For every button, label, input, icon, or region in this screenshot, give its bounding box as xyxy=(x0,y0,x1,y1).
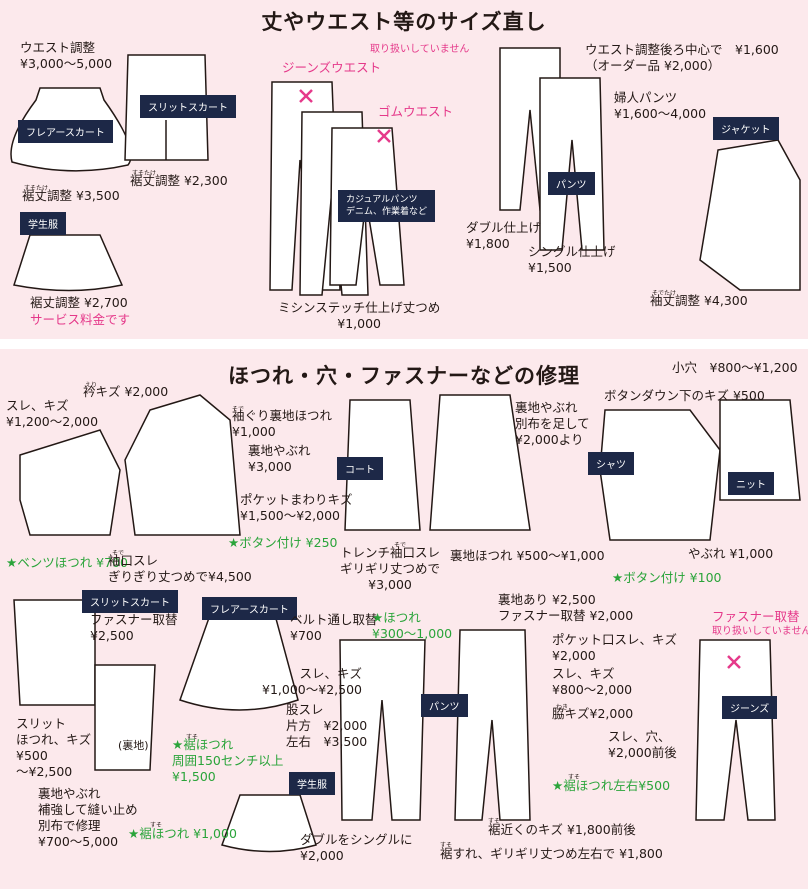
ruby-suso-5: すそ xyxy=(568,774,581,781)
label-uniform: 学生服 xyxy=(20,212,66,235)
note-ura: (裏地) xyxy=(118,739,149,752)
note-cuff-rub: 袖口スレ ぎりぎり丈つめで¥4,500 xyxy=(108,553,252,584)
shirt-illustration xyxy=(599,409,721,541)
note-near-hem: 裾近くのキズ ¥1,800前後 xyxy=(488,822,636,837)
note-coat-lining-tear: 裏地やぶれ 別布を足して ¥2,000より xyxy=(515,400,590,447)
note-small-hole: 小穴 ¥800〜¥1,200 xyxy=(672,360,798,375)
note-hem-fray-1500: ★裾ほつれ 周囲150センチ以上 ¥1,500 xyxy=(172,737,284,784)
label-slit-skirt: スリットスカート xyxy=(140,95,236,118)
label-casual-pants: カジュアルパンツ デニム、作業着など xyxy=(338,190,436,222)
ruby-eri: えり xyxy=(85,382,98,389)
ruby-sode-3: そで xyxy=(112,550,125,557)
note-not-handled-2: 取り扱いしていません xyxy=(712,626,808,637)
note-lining-tear: 裏地やぶれ ¥3,000 xyxy=(248,443,311,474)
note-side-scratch: 脇キズ¥2,000 xyxy=(552,706,634,721)
label-knit: ニット xyxy=(728,472,774,495)
label-pants-repair: パンツ xyxy=(421,694,468,717)
note-hem-fray-lr: ★裾ほつれ左右¥500 xyxy=(552,778,671,793)
note-tear-1000: やぶれ ¥1,000 xyxy=(688,546,774,561)
section2-title: ほつれ・穴・ファスナーなどの修理 xyxy=(228,364,580,388)
jacket-back-illustration xyxy=(19,429,121,536)
note-waist-adjust: ウエスト調整 ¥3,000〜5,000 xyxy=(20,40,113,71)
ruby-suso-1: すそたけ xyxy=(24,185,49,192)
note-jeans-waist: ジーンズウエスト xyxy=(282,60,382,75)
jacket-front-illustration xyxy=(124,394,241,536)
note-womens-pants: 婦人パンツ ¥1,600〜4,000 xyxy=(614,90,707,121)
note-sleeve-adjust: 袖丈調整 ¥4,300 xyxy=(650,293,748,308)
uniform-skirt-illustration xyxy=(13,234,124,292)
ruby-suso-7: すそ xyxy=(440,842,453,849)
coat-inside-illustration xyxy=(429,394,531,531)
pants-repair-illustration xyxy=(339,639,426,821)
note-buttondown: ボタンダウン下のキズ ¥500 xyxy=(604,388,765,403)
note-waist-back-center: ウエスト調整後ろ中心で ¥1,600 （オーダー品 ¥2,000） xyxy=(585,42,779,73)
note-pocket-scratch: ポケットまわりキズ ¥1,500〜¥2,000 xyxy=(240,492,353,523)
label-flare-skirt-repair: フレアースカート xyxy=(202,597,297,620)
note-lining-reinforce: 裏地やぶれ 補強して縫い止め 別布で修理 ¥700〜5,000 xyxy=(38,786,138,849)
note-lined-zipper: 裏地あり ¥2,500 ファスナー取替 ¥2,000 xyxy=(498,592,634,623)
note-hem-3500: 裾丈調整 ¥3,500 xyxy=(22,188,120,203)
section-divider xyxy=(0,339,808,349)
flare-skirt-repair-illustration xyxy=(179,614,299,711)
ruby-sode-2: そで xyxy=(232,406,245,413)
note-hem-fray-1000: ★裾ほつれ ¥1,000 xyxy=(128,826,237,841)
label-uniform-repair: 学生服 xyxy=(289,772,335,795)
note-crotch-rub: 股スレ 片方 ¥2,000 左右 ¥3,500 xyxy=(286,702,368,749)
ruby-sode-1: そでたけ xyxy=(652,290,677,297)
note-vent-fray: ★ベンツほつれ ¥700 xyxy=(6,555,128,570)
note-double-finish: ダブル仕上げ ¥1,800 xyxy=(466,220,542,251)
slit-skirt-repair-illustration xyxy=(13,599,96,706)
label-jacket: ジャケット xyxy=(713,117,779,140)
note-hem-rub: 裾すれ、ギリギリ丈つめ左右で ¥1,800 xyxy=(440,846,663,861)
note-trench-cuff: トレンチ袖口スレ ギリギリ丈つめで ¥3,000 xyxy=(340,545,441,592)
note-lining-fray: 裏地ほつれ ¥500〜¥1,000 xyxy=(450,548,605,563)
note-hole-2000: スレ、穴、 ¥2,000前後 xyxy=(608,729,677,760)
note-slit-fray: スリット ほつれ、キズ ¥500 〜¥2,500 xyxy=(16,716,92,779)
jacket-illustration xyxy=(699,139,801,291)
ruby-waki: わき xyxy=(556,704,569,711)
label-pants: パンツ xyxy=(548,172,595,195)
note-belt-loop: ベルト通し取替 ¥700 xyxy=(290,612,378,643)
label-jeans: ジーンズ xyxy=(722,696,778,719)
label-coat: コート xyxy=(337,457,383,480)
ruby-suso-3: すそ xyxy=(150,822,163,829)
note-rubber-waist: ゴムウエスト xyxy=(378,104,454,119)
note-zipper-jeans: ファスナー取替 xyxy=(712,609,800,624)
note-hem-2700: 裾丈調整 ¥2,700 xyxy=(30,295,128,310)
label-slit-skirt-repair: スリットスカート xyxy=(82,590,178,613)
note-zipper-2500: ファスナー取替 ¥2,500 xyxy=(90,612,178,643)
ruby-sode-4: そで xyxy=(394,542,407,549)
note-button-100: ★ボタン付け ¥100 xyxy=(612,570,722,585)
note-collar-scratch: 衿キズ ¥2,000 xyxy=(83,384,169,399)
note-hem-2300: 裾丈調整 ¥2,300 xyxy=(130,173,228,188)
note-fray-300: ★ほつれ ¥300〜1,000 xyxy=(372,610,453,641)
note-not-handled-1: 取り扱いしていません xyxy=(370,44,470,55)
note-pocket-mouth: ポケット口スレ、キズ ¥2,000 xyxy=(552,632,678,663)
label-shirt: シャツ xyxy=(588,452,634,475)
uniform-repair-illustration xyxy=(221,794,317,853)
section1-title: 丈やウエスト等のサイズ直し xyxy=(261,10,547,34)
ruby-suso-6: すそ xyxy=(488,818,501,825)
ruby-suso-2: すそたけ xyxy=(132,170,157,177)
note-button-250: ★ボタン付け ¥250 xyxy=(228,535,338,550)
note-rub-800-2000: スレ、キズ ¥800〜2,000 xyxy=(552,666,633,697)
ruby-suso-4: すそ xyxy=(186,734,199,741)
note-sewing-machine: ミシンステッチ仕上げ丈つめ ¥1,000 xyxy=(278,300,441,331)
label-flare-skirt: フレアースカート xyxy=(18,120,113,143)
note-single-finish: シングル仕上げ ¥1,500 xyxy=(528,244,616,275)
note-armhole-lining: 袖ぐり裏地ほつれ ¥1,000 xyxy=(232,408,333,439)
jeans-repair-illustration xyxy=(695,639,776,821)
note-rub-1000-2500: スレ、キズ ¥1,000〜¥2,500 xyxy=(262,666,362,697)
note-service-fee: サービス料金です xyxy=(30,312,131,327)
note-rub-scratch: スレ、キズ ¥1,200〜2,000 xyxy=(6,398,99,429)
womens-pants-illustration xyxy=(539,77,605,251)
note-double-to-single: ダブルをシングルに ¥2,000 xyxy=(300,832,413,863)
casual-pants-illustration xyxy=(329,127,405,286)
